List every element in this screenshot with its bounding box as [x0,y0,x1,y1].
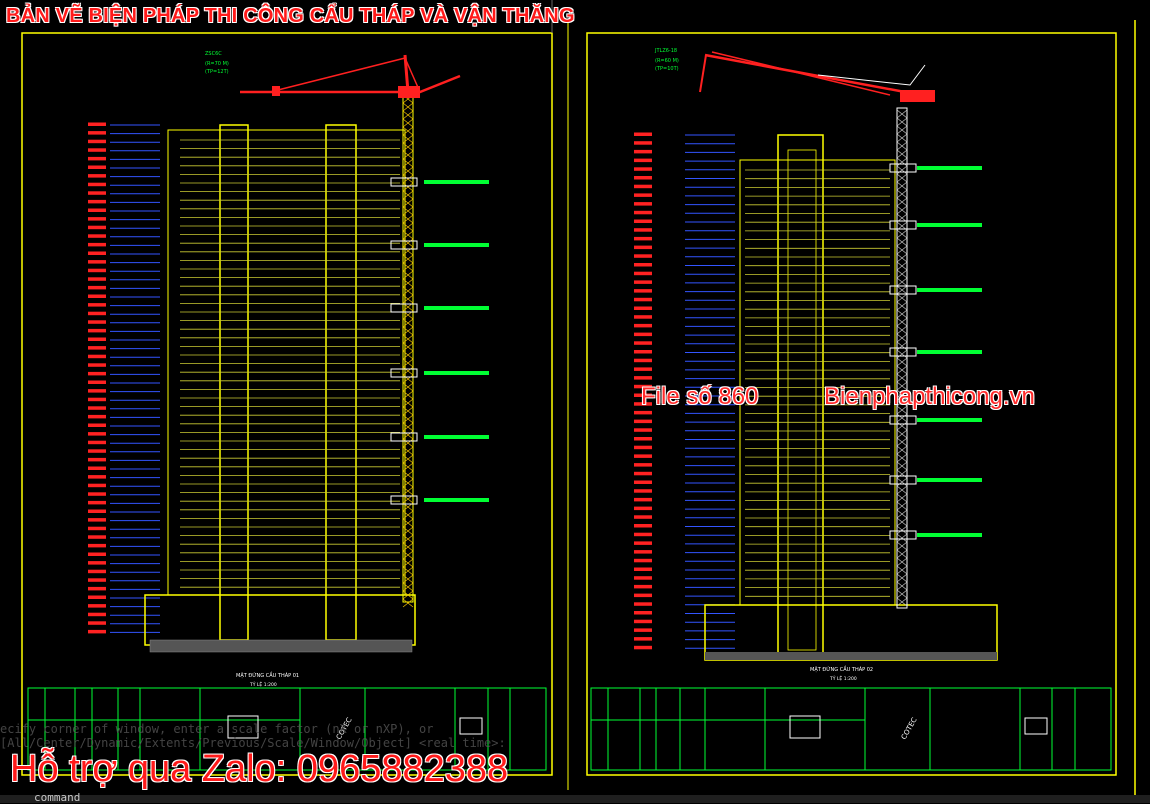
zalo-support-banner: Hỗ trợ qua Zalo: 0965882388 [10,748,509,790]
sheet-2-title-block: COTEC [590,687,1112,771]
sheet-2-scale: TỶ LỆ 1:200 [829,674,857,682]
svg-text:(TP=12T): (TP=12T) [205,69,229,75]
svg-text:JTLZ6-18: JTLZ6-18 [654,48,677,54]
svg-text:(R=60 M): (R=60 M) [655,58,679,64]
sheet-1-caption: MẶT ĐỨNG CẦU THÁP 01 [236,671,299,679]
svg-text:COTEC: COTEC [900,716,919,741]
svg-text:(TP=10T): (TP=10T) [655,66,679,72]
file-number-watermark: File số 860 [641,383,759,410]
svg-text:(R=70 M): (R=70 M) [205,61,229,67]
svg-text:ZSC6C: ZSC6C [205,51,222,57]
command-history: ecify corner of window, enter a scale fa… [0,722,640,772]
command-line-prompt[interactable]: command [34,791,81,804]
command-line-bar[interactable] [0,795,1150,803]
website-watermark: Bienphapthicong.vn [824,383,1035,410]
sheet-1-frame [21,32,553,776]
sheet-1-elevation: ZSC6C (R=70 M) (TP=12T) MẶT ĐỨNG CẦU THÁ… [88,51,489,688]
sheet-2-caption: MẶT ĐỨNG CẦU THÁP 02 [810,665,873,673]
sheet-1-scale: TỶ LỆ 1:200 [249,680,277,688]
sheet-2-elevation: JTLZ6-18 (R=60 M) (TP=10T) MẶT ĐỨNG CẦU … [634,48,998,682]
command-history-line: [All/Center/Dynamic/Extents/Previous/Sca… [0,736,506,750]
sheet-2-frame [586,32,1117,776]
command-history-line: ecify corner of window, enter a scale fa… [0,722,434,736]
drawing-title: BẢN VẼ BIỆN PHÁP THI CÔNG CẨU THÁP VÀ VẬ… [6,5,575,27]
